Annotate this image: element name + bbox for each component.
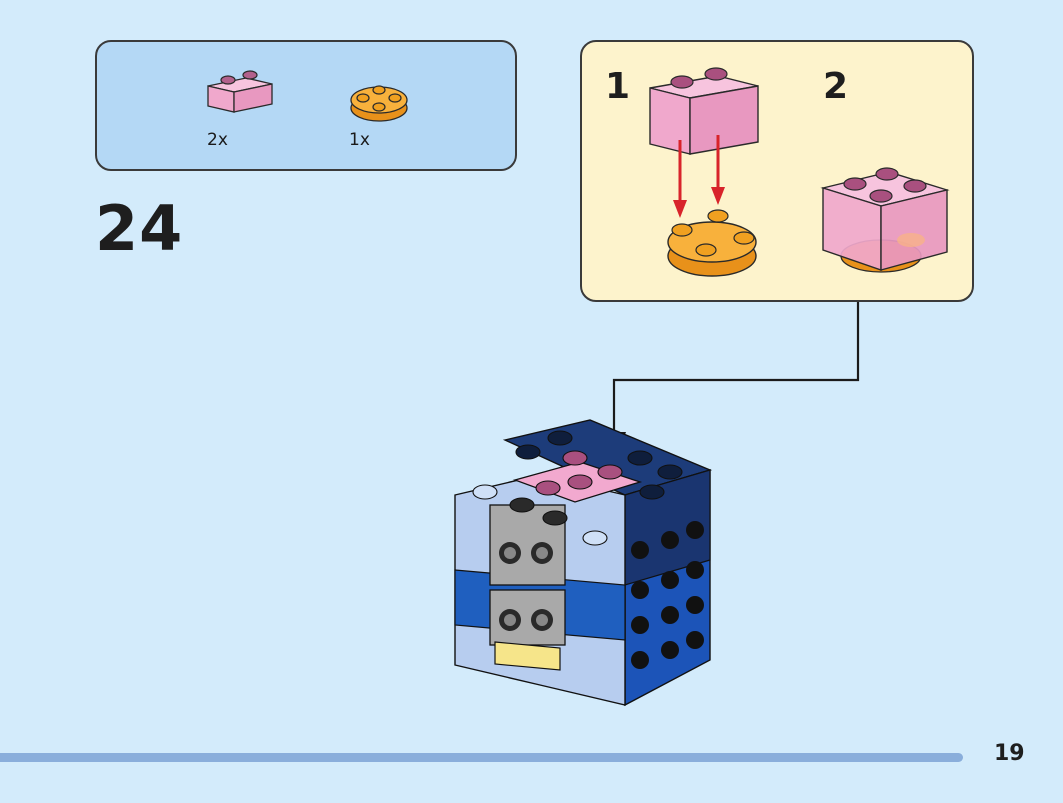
model-illustration (454, 419, 713, 707)
footer-progress-bar (0, 753, 963, 762)
part-quantity: 2x (207, 130, 228, 150)
substep-number: 1 (605, 66, 631, 107)
part-quantity: 1x (349, 130, 370, 150)
substep-1-illustration (649, 67, 759, 277)
orange-plate-part (346, 74, 412, 126)
page-number: 19 (994, 741, 1025, 766)
orange-round-plate-icon (350, 85, 408, 122)
substep-2-illustration (820, 167, 950, 273)
pink-brick-icon (207, 70, 273, 113)
parts-list-box (95, 40, 517, 171)
substep-number: 2 (823, 66, 849, 107)
step-number: 24 (95, 192, 184, 265)
pink-brick-part (204, 64, 276, 114)
